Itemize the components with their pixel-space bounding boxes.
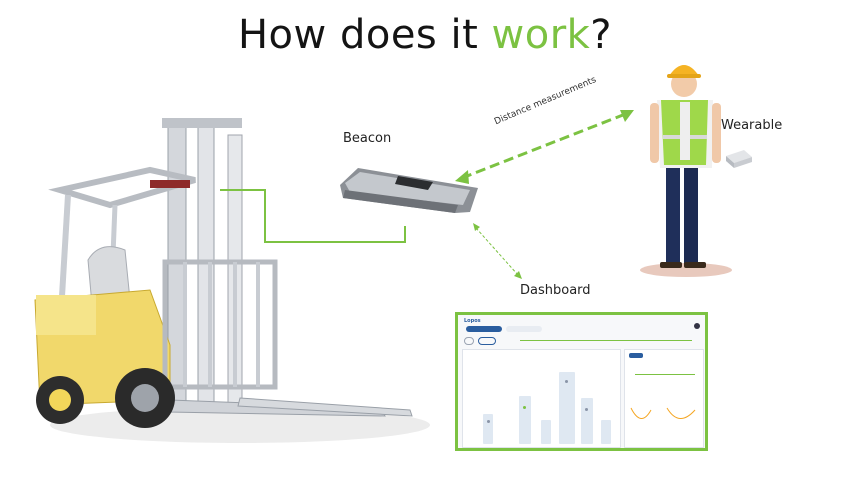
dashboard-worker-dot [523, 406, 526, 409]
dashboard-left-panel [462, 349, 621, 448]
title-highlight: work [491, 12, 591, 58]
title-prefix: How does it [237, 12, 492, 58]
dashboard-distance-line [635, 374, 695, 375]
dashboard-column [581, 398, 593, 444]
dashboard-column [519, 396, 531, 444]
dashboard-worker-dot [585, 408, 588, 411]
dashboard-panel-tag [629, 353, 643, 358]
beacon-dashboard-arrow-head-start [473, 223, 480, 231]
page-title: How does it work? [0, 12, 850, 58]
dashboard-column [483, 414, 493, 444]
dashboard-nav-chevron [464, 337, 474, 345]
distance-arrow-head-end [620, 110, 634, 122]
beacon-dashboard-arrow [475, 227, 519, 276]
forklift-beacon-connection [220, 189, 406, 243]
beacon-dashboard-arrow-head-end [514, 271, 522, 279]
dashboard-tab-1 [466, 326, 502, 332]
dashboard-tab-2 [506, 326, 542, 332]
dashboard-column [559, 372, 575, 444]
beacon-device [340, 168, 478, 213]
dashboard-worker-dot [565, 380, 568, 383]
dashboard-user-avatar [694, 323, 700, 329]
worker-illustration [640, 65, 732, 277]
dashboard-filter-chip [478, 337, 496, 345]
dashboard-sparkline [630, 407, 696, 419]
dashboard-right-panel [624, 349, 704, 448]
wearable-label: Wearable [721, 118, 783, 133]
distance-arrow [461, 111, 629, 180]
dashboard-label: Dashboard [520, 283, 591, 298]
beacon-label: Beacon [343, 131, 392, 146]
dashboard-logo: Lopos [464, 318, 481, 324]
dashboard-timeline [520, 340, 692, 341]
title-suffix: ? [590, 12, 613, 58]
dashboard-column [541, 420, 551, 444]
dashboard-worker-dot [487, 420, 490, 423]
dashboard-screenshot: Lopos [455, 312, 708, 451]
distance-arrow-head-start [455, 170, 469, 184]
dashboard-column [601, 420, 611, 444]
forklift-illustration [34, 118, 413, 428]
wearable-device [726, 150, 752, 168]
